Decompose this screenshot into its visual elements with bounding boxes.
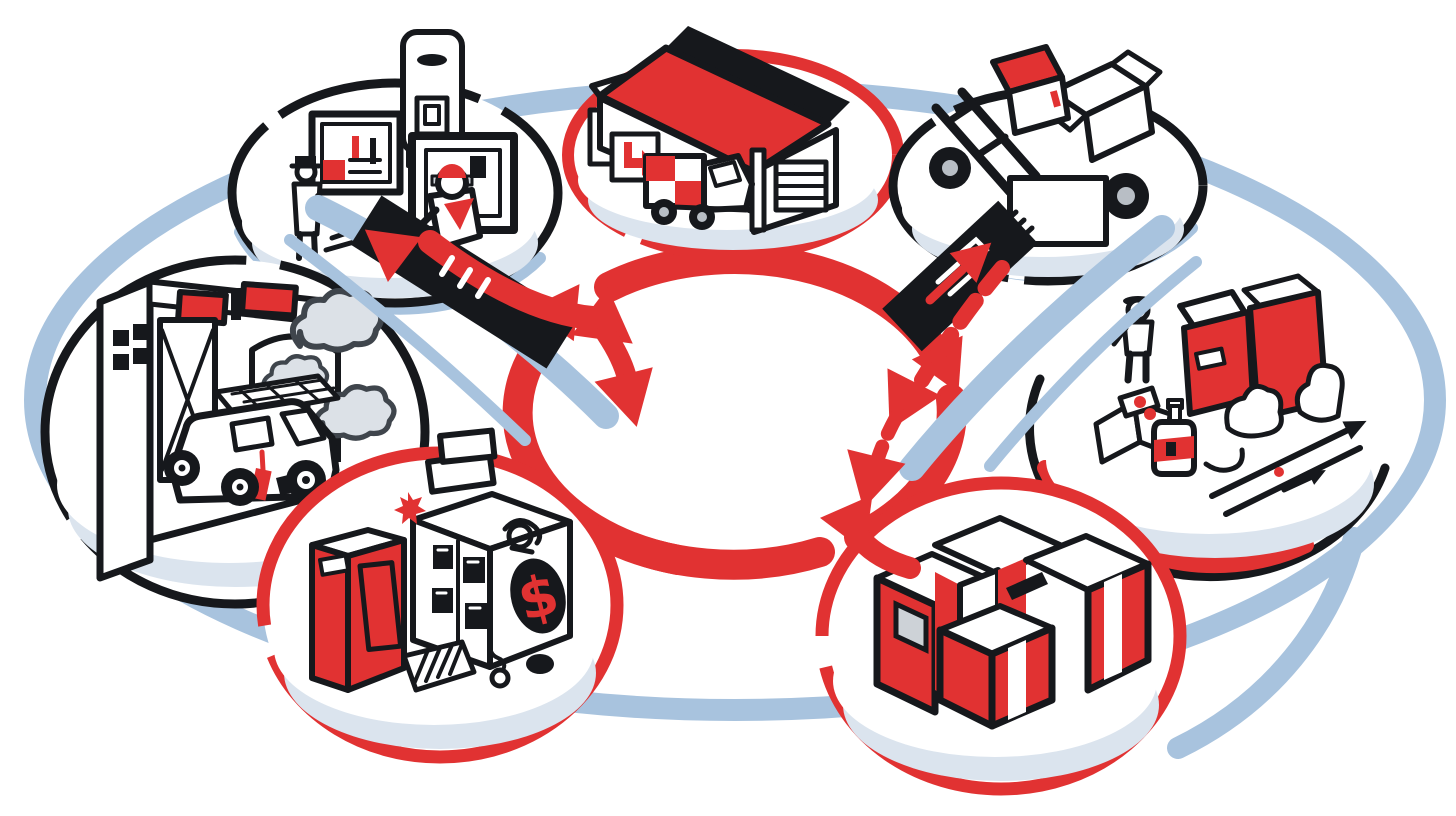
kit-box-icon — [1117, 385, 1161, 419]
cargo-van-icon — [164, 373, 341, 506]
connector-dock-to-cycle — [847, 200, 1202, 509]
node-warehouse-loading — [562, 26, 904, 261]
red-cabinet-icon — [309, 527, 407, 693]
container-window-icon — [893, 600, 929, 654]
red-arrowhead — [594, 367, 653, 427]
connector-containers-to-cycle — [820, 494, 921, 579]
curl-gauge-icon — [502, 518, 543, 555]
sack-icon — [1224, 362, 1345, 439]
red-arrowhead — [571, 287, 633, 344]
blue-swoosh — [899, 215, 1175, 481]
red-dashed-arrow — [914, 260, 1010, 388]
conveyor-glyphs — [935, 261, 973, 297]
blue-arc-containers-to-inspection — [1167, 527, 1365, 759]
red-up-arrow — [925, 265, 967, 305]
red-arrowhead — [847, 449, 906, 509]
node-payment-machine: $ — [256, 427, 624, 764]
open-carton-icon — [1037, 49, 1163, 163]
red-dashed-arrow — [871, 407, 905, 465]
flow-arrows-icon — [1203, 420, 1367, 517]
garage-shutter-icon — [773, 159, 829, 213]
red-splat-icon — [394, 492, 426, 524]
connector-store-to-cycle — [284, 164, 653, 446]
cycle-arc-bottom — [585, 518, 835, 580]
hatch-ramp-icon — [401, 639, 477, 693]
red-parcel-icon — [990, 44, 1071, 136]
blue-swoosh — [284, 234, 531, 446]
parcel-stack-icon — [425, 427, 498, 495]
arrow-dashes — [439, 255, 491, 299]
node-depot-garage — [40, 255, 430, 609]
service-window-icon — [308, 110, 404, 196]
striped-container-icon — [873, 515, 1152, 730]
cycle-arc-top — [594, 244, 947, 362]
bottle-icon — [1144, 398, 1197, 477]
red-arrowhead-back — [364, 229, 422, 282]
blue-swoosh — [984, 256, 1202, 472]
red-arrowhead — [820, 494, 873, 552]
red-sign-icon — [239, 281, 299, 319]
node-striped-containers — [815, 476, 1187, 796]
red-arrowhead — [949, 242, 992, 283]
box-truck-icon — [643, 153, 755, 230]
ball-and-cord-icon — [487, 638, 554, 689]
hand-truck-icon — [929, 87, 1149, 219]
